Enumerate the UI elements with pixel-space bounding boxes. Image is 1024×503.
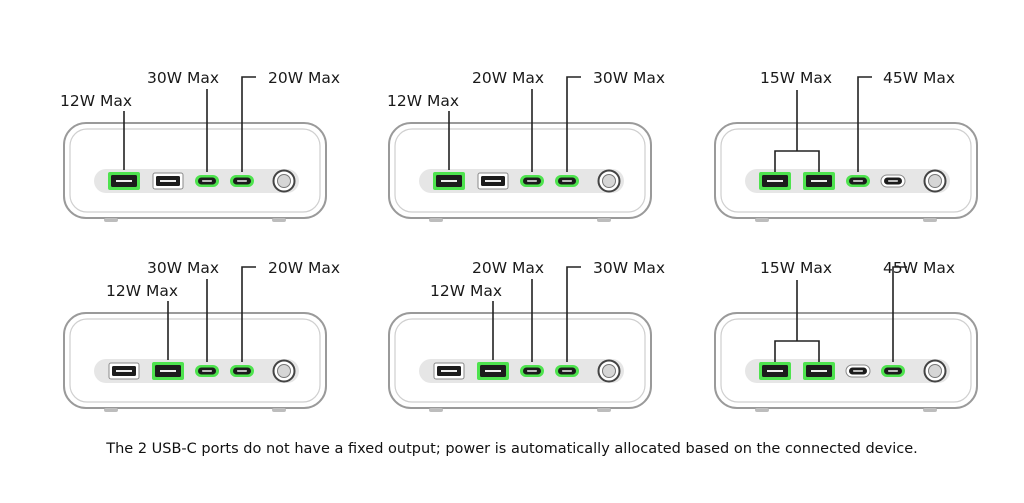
device-foot	[923, 408, 937, 412]
power-button-center	[277, 174, 291, 188]
device-foot	[755, 218, 769, 222]
panel-1-label-2: 30W Max	[147, 69, 219, 87]
usb-a-tongue	[160, 180, 176, 182]
power-button-center	[928, 174, 942, 188]
device-foot	[429, 408, 443, 412]
panel-2: 12W Max 20W Max 30W Max	[387, 69, 665, 222]
usb-c-tongue	[888, 180, 898, 182]
device-bevel	[720, 128, 972, 213]
usb-a-tongue	[116, 370, 132, 372]
caption: The 2 USB-C ports do not have a fixed ou…	[106, 441, 918, 457]
leader-line	[857, 76, 872, 172]
usb-c-tongue	[853, 370, 863, 372]
usb-c-tongue	[237, 180, 247, 182]
panel-4-label-1: 12W Max	[106, 282, 178, 300]
usb-a-tongue	[116, 180, 132, 182]
usb-a-tongue	[811, 180, 827, 182]
panel-5-label-3: 30W Max	[593, 259, 665, 277]
usb-c-tongue	[202, 180, 212, 182]
panel-3-label-2: 45W Max	[883, 69, 955, 87]
panel-6-label-2: 45W Max	[883, 259, 955, 277]
leader-line	[241, 76, 256, 172]
leader-line	[566, 266, 581, 362]
usb-a-tongue	[767, 180, 783, 182]
device-foot	[104, 408, 118, 412]
panel-4-label-2: 30W Max	[147, 259, 219, 277]
usb-a-tongue	[485, 370, 501, 372]
usb-a-tongue	[160, 370, 176, 372]
device-foot	[429, 218, 443, 222]
device-bevel	[394, 128, 646, 213]
usb-c-tongue	[888, 370, 898, 372]
device-bevel	[69, 128, 321, 213]
panel-4: 12W Max 30W Max 20W Max	[63, 259, 340, 412]
usb-c-tongue	[202, 370, 212, 372]
panel-4-label-3: 20W Max	[268, 259, 340, 277]
leader-line	[566, 76, 581, 172]
device-foot	[597, 408, 611, 412]
usb-c-tongue	[527, 180, 537, 182]
panel-5-label-2: 20W Max	[472, 259, 544, 277]
panel-1: 12W Max 30W Max 20W Max	[60, 69, 340, 222]
device-bevel	[720, 318, 972, 403]
device-foot	[923, 218, 937, 222]
panel-1-label-3: 20W Max	[268, 69, 340, 87]
device-bevel	[394, 318, 646, 403]
usb-a-tongue	[441, 180, 457, 182]
usb-a-tongue	[811, 370, 827, 372]
device-foot	[597, 218, 611, 222]
usb-c-tongue	[562, 180, 572, 182]
usb-a-tongue	[485, 180, 501, 182]
panel-5: 12W Max 20W Max 30W Max	[388, 259, 665, 412]
usb-c-tongue	[562, 370, 572, 372]
panel-6-label-1: 15W Max	[760, 259, 832, 277]
panel-3: 15W Max 45W Max	[714, 69, 978, 222]
usb-c-tongue	[853, 180, 863, 182]
panel-6: 15W Max 45W Max	[714, 259, 978, 412]
panel-2-label-1: 12W Max	[387, 92, 459, 110]
device-foot	[104, 218, 118, 222]
usb-a-tongue	[767, 370, 783, 372]
power-button-center	[928, 364, 942, 378]
power-button-center	[602, 364, 616, 378]
device-foot	[755, 408, 769, 412]
power-button-center	[602, 174, 616, 188]
leader-line	[241, 266, 256, 362]
device-bevel	[69, 318, 321, 403]
usb-c-tongue	[237, 370, 247, 372]
panel-1-label-1: 12W Max	[60, 92, 132, 110]
panel-3-label-1: 15W Max	[760, 69, 832, 87]
panel-2-label-3: 30W Max	[593, 69, 665, 87]
device-foot	[272, 408, 286, 412]
power-button-center	[277, 364, 291, 378]
panel-5-label-1: 12W Max	[430, 282, 502, 300]
usb-a-tongue	[441, 370, 457, 372]
device-foot	[272, 218, 286, 222]
usb-c-tongue	[527, 370, 537, 372]
leader-line	[892, 266, 907, 362]
panel-2-label-2: 20W Max	[472, 69, 544, 87]
